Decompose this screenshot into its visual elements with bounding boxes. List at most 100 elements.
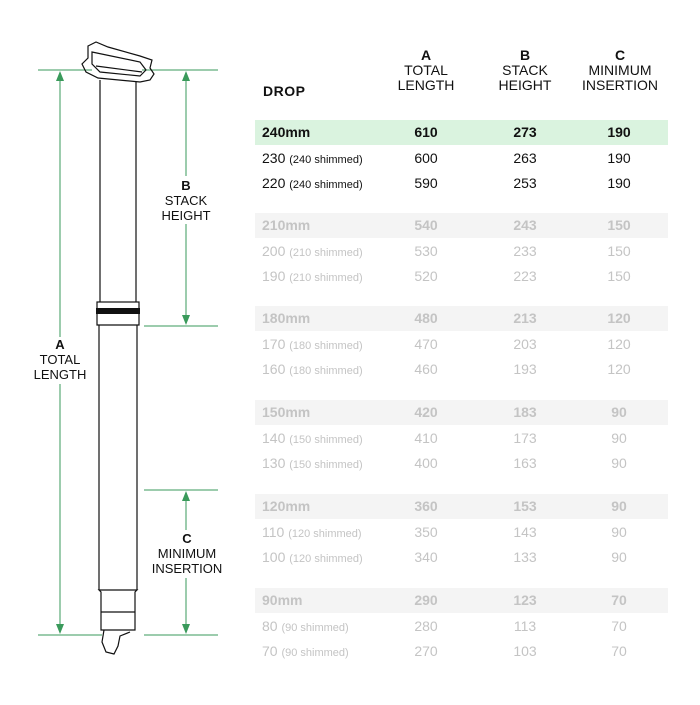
- cell-minimum-insertion: 90: [611, 429, 627, 446]
- cell-drop-shim: (120 shimmed): [289, 553, 363, 565]
- cell-total-length: 460: [414, 361, 438, 377]
- cell-minimum-insertion: 90: [611, 523, 627, 540]
- cell-drop: 180mm: [262, 310, 310, 326]
- cell-drop: 210mm: [262, 217, 310, 233]
- cell-stack-height: 173: [513, 429, 537, 446]
- cell-minimum-insertion: 190: [607, 175, 631, 191]
- cell-drop-value: 210mm: [262, 217, 311, 233]
- cell-minimum-insertion: 120: [607, 361, 631, 377]
- cell-total-length: 280: [414, 617, 438, 634]
- upper-tube: [99, 80, 137, 302]
- header-c-line2: INSERTION: [582, 77, 658, 93]
- cable-actuator: [101, 629, 131, 655]
- cell-drop-shim: (240 shimmed): [289, 179, 363, 191]
- cell-minimum-insertion: 190: [607, 149, 631, 166]
- cell-minimum-insertion: 150: [607, 242, 631, 259]
- cell-drop-shim: (90 shimmed): [281, 647, 349, 659]
- cell-minimum-insertion: 90: [611, 549, 627, 565]
- cell-drop: 90mm: [262, 592, 302, 608]
- cell-minimum-insertion: 70: [611, 617, 627, 634]
- cell-drop-shim: (180 shimmed): [289, 339, 363, 352]
- cell-drop-value: 160: [262, 361, 290, 377]
- cell-drop-shim: (240 shimmed): [289, 153, 363, 166]
- cell-stack-height: 183: [513, 404, 537, 420]
- cell-stack-height: 223: [513, 268, 537, 284]
- cell-drop: 120mm: [262, 498, 310, 514]
- cell-drop: 240mm: [262, 124, 310, 140]
- table-row: 160 (180 shimmed) 460 193 120: [255, 357, 668, 382]
- cell-stack-height: 193: [513, 361, 537, 377]
- cell-stack-height: 103: [513, 643, 537, 659]
- cell-drop-value: 230: [262, 149, 290, 166]
- cell-stack-height: 113: [513, 617, 537, 634]
- a-arrowhead-bottom: [56, 624, 64, 634]
- cell-minimum-insertion: 70: [611, 592, 627, 608]
- label-c-letter: C: [182, 531, 192, 546]
- cell-minimum-insertion: 190: [607, 124, 631, 140]
- label-a-line1: TOTAL: [39, 352, 81, 367]
- label-b-line2: HEIGHT: [161, 208, 211, 223]
- label-c-line1: MINIMUM: [157, 546, 217, 561]
- cell-drop-shim: (210 shimmed): [289, 246, 363, 259]
- cell-drop-value: 170: [262, 335, 290, 352]
- cell-minimum-insertion: 70: [611, 643, 627, 659]
- clamp-rail: [95, 65, 143, 73]
- cell-total-length: 400: [414, 455, 438, 471]
- label-b-line1: STACK: [164, 193, 208, 208]
- cell-total-length: 420: [414, 404, 438, 420]
- header-stack-height: B STACK HEIGHT: [482, 48, 568, 93]
- cell-stack-height: 123: [513, 592, 537, 608]
- cell-drop-shim: (180 shimmed): [289, 365, 363, 377]
- cell-total-length: 360: [414, 498, 438, 514]
- cell-drop-value: 100: [262, 549, 290, 565]
- cell-drop: 70 (90 shimmed): [262, 643, 349, 659]
- cell-drop: 170 (180 shimmed): [262, 336, 363, 352]
- seatpost-outline: [81, 41, 155, 655]
- header-minimum-insertion: C MINIMUM INSERTION: [573, 48, 667, 93]
- seatpost-diagram: A TOTAL LENGTH B STACK HEIGHT C MINIMUM …: [0, 0, 240, 700]
- cell-drop-shim: (150 shimmed): [289, 459, 363, 471]
- cell-drop: 160 (180 shimmed): [262, 361, 363, 377]
- c-arrowhead-bottom: [182, 624, 190, 634]
- cell-drop-value: 140: [262, 429, 290, 446]
- cell-minimum-insertion: 90: [611, 455, 627, 471]
- cell-drop-value: 180mm: [262, 310, 311, 326]
- label-b-letter: B: [181, 178, 191, 193]
- cell-drop: 230 (240 shimmed): [262, 150, 363, 166]
- b-arrowhead-top: [182, 71, 190, 81]
- cell-drop-value: 90mm: [262, 592, 303, 608]
- label-total-length: A TOTAL LENGTH: [22, 337, 98, 382]
- bottom-section: [97, 589, 139, 631]
- cell-stack-height: 213: [513, 310, 537, 326]
- header-a-letter: A: [420, 47, 432, 63]
- cell-drop-shim: (210 shimmed): [289, 272, 363, 284]
- cell-drop: 130 (150 shimmed): [262, 455, 363, 471]
- label-a-line2: LENGTH: [33, 367, 87, 382]
- cell-drop: 150mm: [262, 404, 310, 420]
- cell-minimum-insertion: 150: [607, 268, 631, 284]
- cell-minimum-insertion: 120: [607, 310, 631, 326]
- saddle-clamp: [81, 41, 155, 83]
- cell-total-length: 540: [414, 217, 438, 233]
- cell-total-length: 590: [414, 175, 438, 191]
- cell-total-length: 520: [414, 268, 438, 284]
- cell-drop-value: 220: [262, 175, 290, 191]
- cell-stack-height: 163: [513, 455, 537, 471]
- cell-total-length: 350: [414, 523, 438, 540]
- cell-minimum-insertion: 150: [607, 217, 631, 233]
- header-c-line1: MINIMUM: [588, 62, 652, 78]
